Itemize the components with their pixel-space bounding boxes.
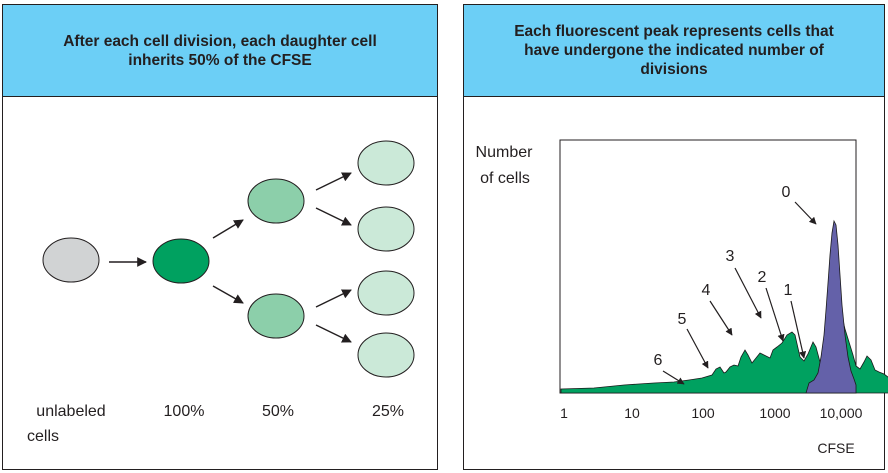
- arrow-50-to-25-2: [315, 207, 352, 226]
- cell-100-percent: [152, 238, 210, 284]
- left-panel-header: After each cell division, each daughter …: [3, 5, 437, 97]
- peak-arrow-6: [662, 370, 685, 385]
- cell-25-percent-1: [357, 140, 415, 186]
- peak-arrow-5: [686, 328, 709, 369]
- undivided-cells-peak: [805, 219, 857, 394]
- right-panel-header: Each fluorescent peak represents cells t…: [464, 5, 884, 97]
- label-unlabeled-line1: unlabeled: [36, 403, 105, 420]
- peak-arrow-2: [765, 287, 785, 342]
- x-tick-1: 1: [560, 405, 568, 421]
- x-tick-10: 10: [624, 405, 640, 421]
- cell-25-percent-3: [357, 270, 415, 316]
- cell-25-percent-2: [357, 206, 415, 252]
- label-50-percent: 50%: [262, 403, 294, 420]
- cfse-histogram: Number of cells 1 10 100 1000 10,000 CFS…: [476, 139, 888, 456]
- peak-label-2: 2: [758, 269, 767, 286]
- y-axis-label-line2: of cells: [480, 170, 530, 187]
- peak-label-4: 4: [702, 282, 711, 299]
- y-axis-label-line1: Number: [476, 144, 534, 161]
- arrow-50-to-25-3: [315, 289, 352, 308]
- peak-arrow-4: [709, 300, 733, 336]
- arrow-50-to-25-1: [315, 172, 352, 191]
- x-tick-1000: 1000: [759, 405, 790, 421]
- label-100-percent: 100%: [164, 403, 205, 420]
- peak-arrow-0: [794, 201, 817, 225]
- cell-50-percent-top: [247, 178, 305, 224]
- peak-arrow-1: [790, 300, 807, 359]
- peak-arrow-3: [734, 267, 762, 319]
- x-axis-label: CFSE: [817, 440, 854, 456]
- peak-label-3: 3: [726, 248, 735, 265]
- x-tick-100: 100: [691, 405, 715, 421]
- cell-division-diagram: unlabeled cells 100% 50% 25%: [27, 140, 415, 445]
- label-25-percent: 25%: [372, 403, 404, 420]
- arrow-100-to-50-top: [212, 219, 244, 239]
- plot-frame: [559, 139, 857, 394]
- peak-label-5: 5: [678, 311, 687, 328]
- unlabeled-cell: [42, 237, 100, 283]
- peak-label-1: 1: [784, 282, 793, 299]
- cfse-histogram-panel: Each fluorescent peak represents cells t…: [463, 4, 888, 470]
- peak-label-6: 6: [654, 352, 663, 369]
- cell-25-percent-4: [357, 332, 415, 378]
- cell-50-percent-bottom: [247, 293, 305, 339]
- label-unlabeled-line2: cells: [27, 428, 59, 445]
- cell-division-panel: After each cell division, each daughter …: [2, 4, 438, 470]
- x-tick-10000: 10,000: [820, 405, 863, 421]
- arrow-50-to-25-4: [315, 324, 352, 343]
- divided-cells-peaks: [560, 302, 888, 394]
- arrow-100-to-50-bottom: [212, 285, 244, 304]
- peak-label-0: 0: [782, 184, 791, 201]
